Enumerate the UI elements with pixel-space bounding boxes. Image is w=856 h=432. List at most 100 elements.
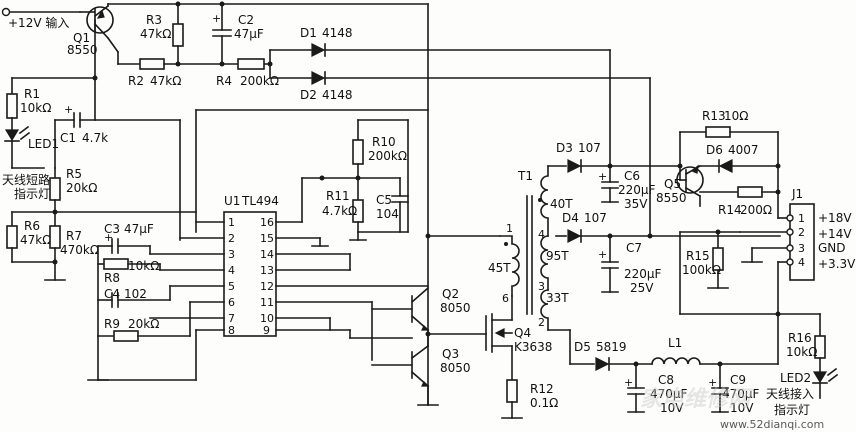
r3-value: 47kΩ: [140, 27, 171, 41]
ant-in-label-2: 指示灯: [774, 402, 810, 417]
r8-value: 10kΩ: [128, 259, 159, 273]
c7-label: C7: [626, 241, 642, 255]
l1-label: L1: [668, 336, 682, 350]
c6-label: C6: [624, 169, 640, 183]
q3-transistor: [410, 344, 430, 388]
watermark-title: 家电维修网: [640, 386, 753, 412]
r6-value: 47kΩ: [20, 233, 51, 247]
t1-pin-6: 6: [502, 292, 509, 305]
r1-label: R1: [24, 87, 40, 101]
q5-label: Q5: [664, 177, 681, 191]
svg-text:+: +: [212, 12, 221, 25]
r7-resistor: [49, 211, 61, 281]
pin-3: 3: [228, 248, 235, 261]
d4-label: D4: [562, 211, 579, 225]
d2-label: D2: [300, 88, 317, 102]
c2-capacitor: +: [212, 3, 232, 65]
svg-text:+: +: [104, 231, 113, 244]
j1-pin-4: 4: [798, 256, 805, 269]
pin-2: 2: [228, 232, 235, 245]
pin-4: 4: [228, 264, 235, 277]
t1-33t: 33T: [546, 291, 569, 305]
t1-pin-3: 3: [538, 280, 545, 293]
j1-pin3-label: GND: [818, 241, 846, 255]
led1-diode: [4, 125, 31, 169]
r16-value: 10kΩ: [786, 345, 817, 359]
led1-label: LED1: [28, 137, 59, 151]
j1-pin2-label: +14V: [818, 227, 852, 241]
c5-capacitor: [391, 177, 409, 233]
d1-diode: [311, 43, 611, 57]
c2-label: C2: [238, 13, 254, 27]
d5-value: 5819: [596, 340, 627, 354]
r15-label: R15: [686, 249, 710, 263]
l1-inductor: [651, 357, 701, 365]
d3-label: D3: [556, 141, 573, 155]
d1-label: D1: [300, 26, 317, 40]
r7-label: R7: [66, 229, 82, 243]
c6-capacitor: +: [598, 165, 619, 203]
c4-value: 102: [124, 287, 147, 301]
r9-resistor: [113, 330, 139, 342]
r14-label: R14: [718, 203, 742, 217]
r2-label: R2: [128, 74, 144, 88]
t1-pin-4: 4: [538, 228, 545, 241]
d2-value: 4148: [322, 88, 353, 102]
u1-label: U1: [224, 194, 240, 208]
d6-diode: [718, 159, 733, 173]
pin-7: 7: [228, 312, 235, 325]
c9-capacitor: +: [708, 363, 729, 413]
q4-label: Q4: [514, 326, 531, 340]
r2-resistor: [139, 58, 165, 70]
c3-value: 47μF: [124, 222, 154, 236]
j1-pin-2: 2: [798, 226, 805, 239]
j1-pin-3: 3: [798, 242, 805, 255]
c8-value: 470μF: [650, 387, 688, 401]
j1-connector: [789, 203, 815, 281]
pin-8: 8: [228, 324, 235, 337]
c7-value: 220μF: [624, 267, 662, 281]
led2-label: LED2: [780, 371, 811, 385]
t1-95t: 95T: [546, 249, 569, 263]
d5-label: D5: [574, 340, 591, 354]
c9-label: C9: [730, 373, 746, 387]
r12-label: R12: [530, 382, 554, 396]
u1-chip: [223, 211, 277, 337]
d4-diode: [567, 229, 582, 243]
q4-mosfet: [485, 295, 513, 381]
r11-label: R11: [326, 189, 350, 203]
ant-short-label-2: 指示灯: [14, 186, 50, 201]
svg-text:+: +: [624, 376, 633, 389]
r9-value: 20kΩ: [128, 317, 159, 331]
r5-value: 20kΩ: [66, 181, 97, 195]
r12-resistor: [501, 379, 523, 419]
r7-value: 470kΩ: [60, 243, 99, 257]
r8-label: R8: [104, 271, 120, 285]
r11-resistor: [352, 177, 364, 233]
c5-value: 104: [376, 207, 399, 221]
d2-diode: [311, 71, 651, 85]
c8-capacitor: +: [624, 363, 645, 413]
r11-value: 4.7kΩ: [322, 204, 357, 218]
c6-voltage: 35V: [624, 197, 648, 211]
r1-value: 10kΩ: [20, 101, 51, 115]
pin-11: 11: [260, 296, 274, 309]
c9-voltage: 10V: [730, 401, 754, 415]
t1-label: T1: [517, 169, 533, 183]
r6-label: R6: [24, 219, 40, 233]
t1-pin-1: 1: [506, 222, 513, 235]
d1-value: 4148: [322, 26, 353, 40]
r10-resistor: [352, 119, 364, 179]
ant-in-label: 天线接入: [766, 386, 814, 401]
c8-label: C8: [658, 373, 674, 387]
r16-resistor: [814, 335, 826, 373]
q5-value: 8550: [656, 191, 687, 205]
r9-label: R9: [104, 317, 120, 331]
pin-16: 16: [260, 216, 274, 229]
d6-label: D6: [706, 143, 723, 157]
t1-transformer: [499, 165, 549, 331]
r4-label: R4: [216, 74, 232, 88]
r12-value: 0.1Ω: [530, 396, 558, 410]
t1-40t: 40T: [550, 197, 573, 211]
r16-label: R16: [788, 331, 812, 345]
